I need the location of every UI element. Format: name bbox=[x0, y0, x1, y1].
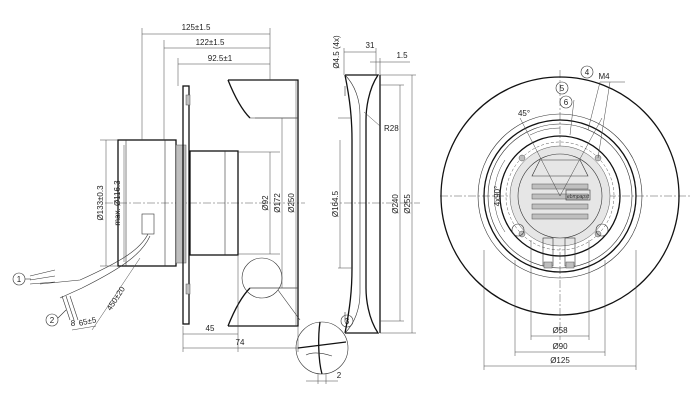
callout-3 bbox=[340, 314, 354, 328]
callout-4 bbox=[580, 65, 594, 79]
section-view: Ø4.5 (4x) 31 1.5 R28 Ø164.5 Ø240 Ø255 bbox=[330, 35, 420, 334]
dim-450: 450±20 bbox=[105, 285, 127, 313]
angle-45: 45° bbox=[518, 109, 530, 118]
callout-6 bbox=[559, 95, 573, 109]
dim-164-5: Ø164.5 bbox=[331, 190, 340, 217]
dim-45: 45 bbox=[206, 324, 215, 333]
dim-92: Ø92 bbox=[261, 195, 270, 211]
dim-255: Ø255 bbox=[403, 194, 412, 214]
dim-8: 8 bbox=[71, 319, 76, 328]
dim-122: 122±1.5 bbox=[196, 38, 225, 47]
brand-label: ebmpapst bbox=[567, 194, 590, 200]
dim-240: Ø240 bbox=[391, 194, 400, 214]
dim-4-5: Ø4.5 (4x) bbox=[332, 35, 341, 69]
detail-dim-2: 2 bbox=[337, 371, 342, 380]
dim-172: Ø172 bbox=[273, 193, 282, 213]
callout-6-label: 6 bbox=[564, 98, 569, 107]
dim-65: 65±5 bbox=[78, 315, 98, 328]
dim-90: Ø90 bbox=[552, 342, 568, 351]
angle-4x90: 4x90° bbox=[493, 186, 502, 207]
dim-r28: R28 bbox=[384, 124, 399, 133]
front-view: ebmpapst M4 45° 4x90° Ø bbox=[440, 65, 690, 370]
dim-58: Ø58 bbox=[552, 326, 568, 335]
callout-2 bbox=[45, 313, 59, 327]
dim-74: 74 bbox=[236, 338, 245, 347]
callout-1-label: 1 bbox=[17, 275, 22, 284]
dim-133: Ø133±0.3 bbox=[96, 185, 105, 221]
callout-5 bbox=[555, 81, 569, 95]
callout-5-label: 5 bbox=[560, 84, 565, 93]
dim-250: Ø250 bbox=[287, 193, 296, 213]
dim-92-5: 92.5±1 bbox=[208, 54, 233, 63]
detail-view: 2 3 bbox=[295, 314, 354, 384]
dim-125-front: Ø125 bbox=[550, 356, 570, 365]
callout-2-label: 2 bbox=[50, 316, 55, 325]
callout-4-label: 4 bbox=[585, 68, 590, 77]
dim-116: max. Ø116.3 bbox=[113, 180, 122, 226]
side-view: 125±1.5 122±1.5 92.5±1 45 74 Ø133±0.3 ma… bbox=[12, 23, 305, 352]
dim-m4: M4 bbox=[598, 72, 610, 81]
dim-31: 31 bbox=[366, 41, 375, 50]
dim-1-5: 1.5 bbox=[396, 51, 408, 60]
dim-125: 125±1.5 bbox=[182, 23, 211, 32]
